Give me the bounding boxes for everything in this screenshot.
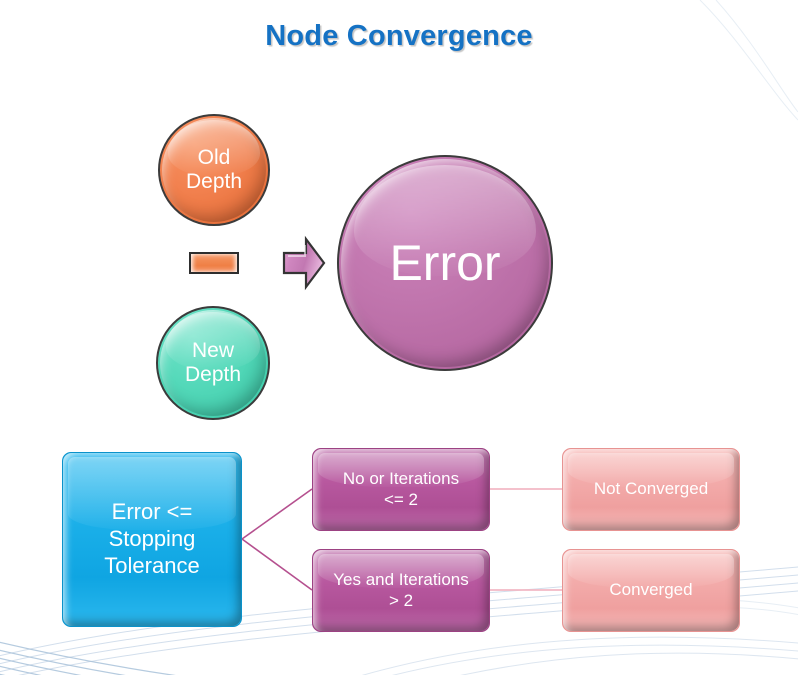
decision-box-no[interactable]: No or Iterations<= 2 bbox=[312, 448, 490, 531]
new-depth-line1: New bbox=[191, 339, 234, 363]
old-depth-line2: Depth bbox=[185, 170, 243, 193]
error-label: Error bbox=[389, 235, 501, 291]
arrow-right-icon bbox=[282, 235, 326, 291]
decision-box-yes[interactable]: Yes and Iterations> 2 bbox=[312, 549, 490, 632]
page-title: Node Convergence bbox=[265, 20, 533, 52]
decision-no-label: No or Iterations<= 2 bbox=[343, 469, 459, 510]
decision-yes-line1: Yes and Iterations bbox=[333, 569, 469, 589]
condition-line2: Stopping bbox=[108, 526, 196, 552]
decision-no-line2: <= 2 bbox=[383, 489, 419, 509]
decision-yes-label: Yes and Iterations> 2 bbox=[333, 570, 468, 611]
new-depth-line2: Depth bbox=[184, 363, 242, 386]
outcome-box-not-converged[interactable]: Not Converged bbox=[562, 448, 740, 531]
condition-line1: Error <= bbox=[111, 499, 193, 525]
decision-no-line1: No or Iterations bbox=[342, 468, 460, 488]
outcome-box-converged[interactable]: Converged bbox=[562, 549, 740, 632]
old-depth-line1: Old bbox=[197, 146, 231, 170]
condition-line3: Tolerance bbox=[104, 552, 200, 578]
connector-condition-to-no bbox=[241, 488, 313, 540]
decision-yes-line2: > 2 bbox=[388, 590, 414, 610]
outcome-converged-label: Converged bbox=[609, 580, 693, 600]
minus-operator-icon bbox=[189, 252, 239, 274]
connector-condition-to-yes bbox=[241, 538, 313, 591]
error-circle[interactable]: Error bbox=[337, 155, 553, 371]
outcome-not-converged-label: Not Converged bbox=[593, 479, 709, 499]
